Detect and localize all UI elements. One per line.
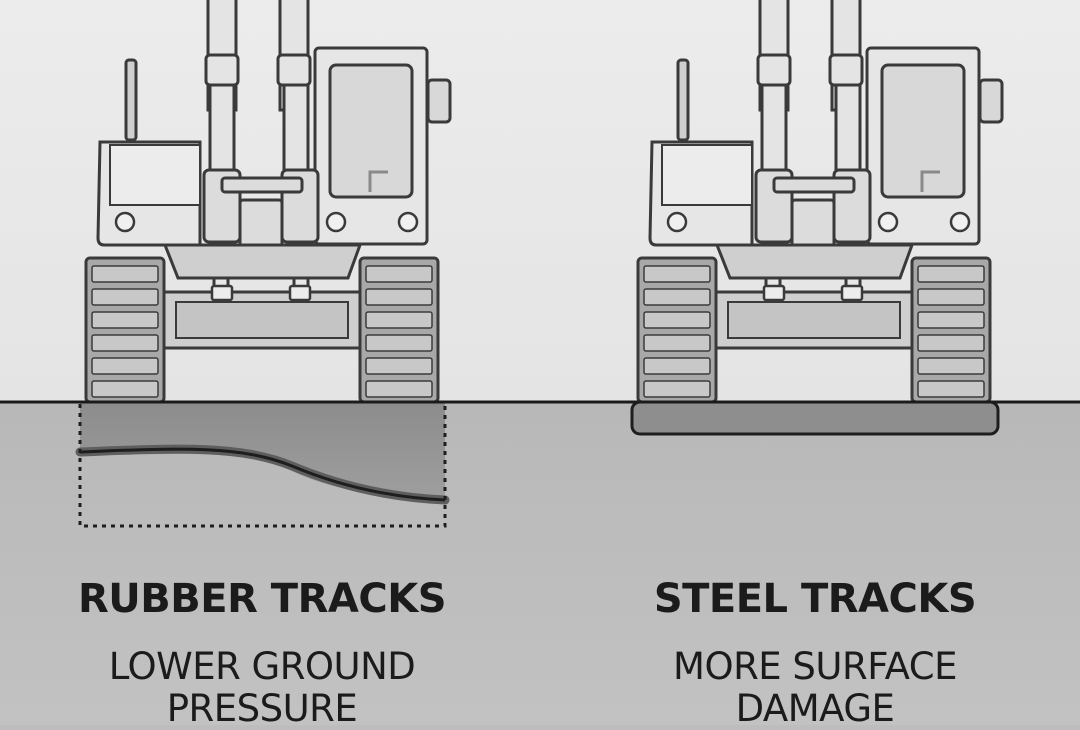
- steel-tracks-subtitle-line2: DAMAGE: [735, 687, 895, 730]
- ground: [0, 402, 1080, 725]
- steel-tracks-subtitle: MORE SURFACE DAMAGE: [545, 646, 1080, 730]
- rubber-tracks-subtitle-line2: PRESSURE: [166, 687, 358, 730]
- steel-tracks-subtitle-line1: MORE SURFACE: [673, 645, 957, 688]
- rubber-tracks-title: RUBBER TRACKS: [77, 576, 447, 622]
- steel-tracks-title: STEEL TRACKS: [653, 576, 977, 622]
- steel-track-rut: [630, 400, 1000, 436]
- rubber-tracks-subtitle: LOWER GROUND PRESSURE: [0, 646, 532, 730]
- rubber-tracks-subtitle-line1: LOWER GROUND: [108, 645, 416, 688]
